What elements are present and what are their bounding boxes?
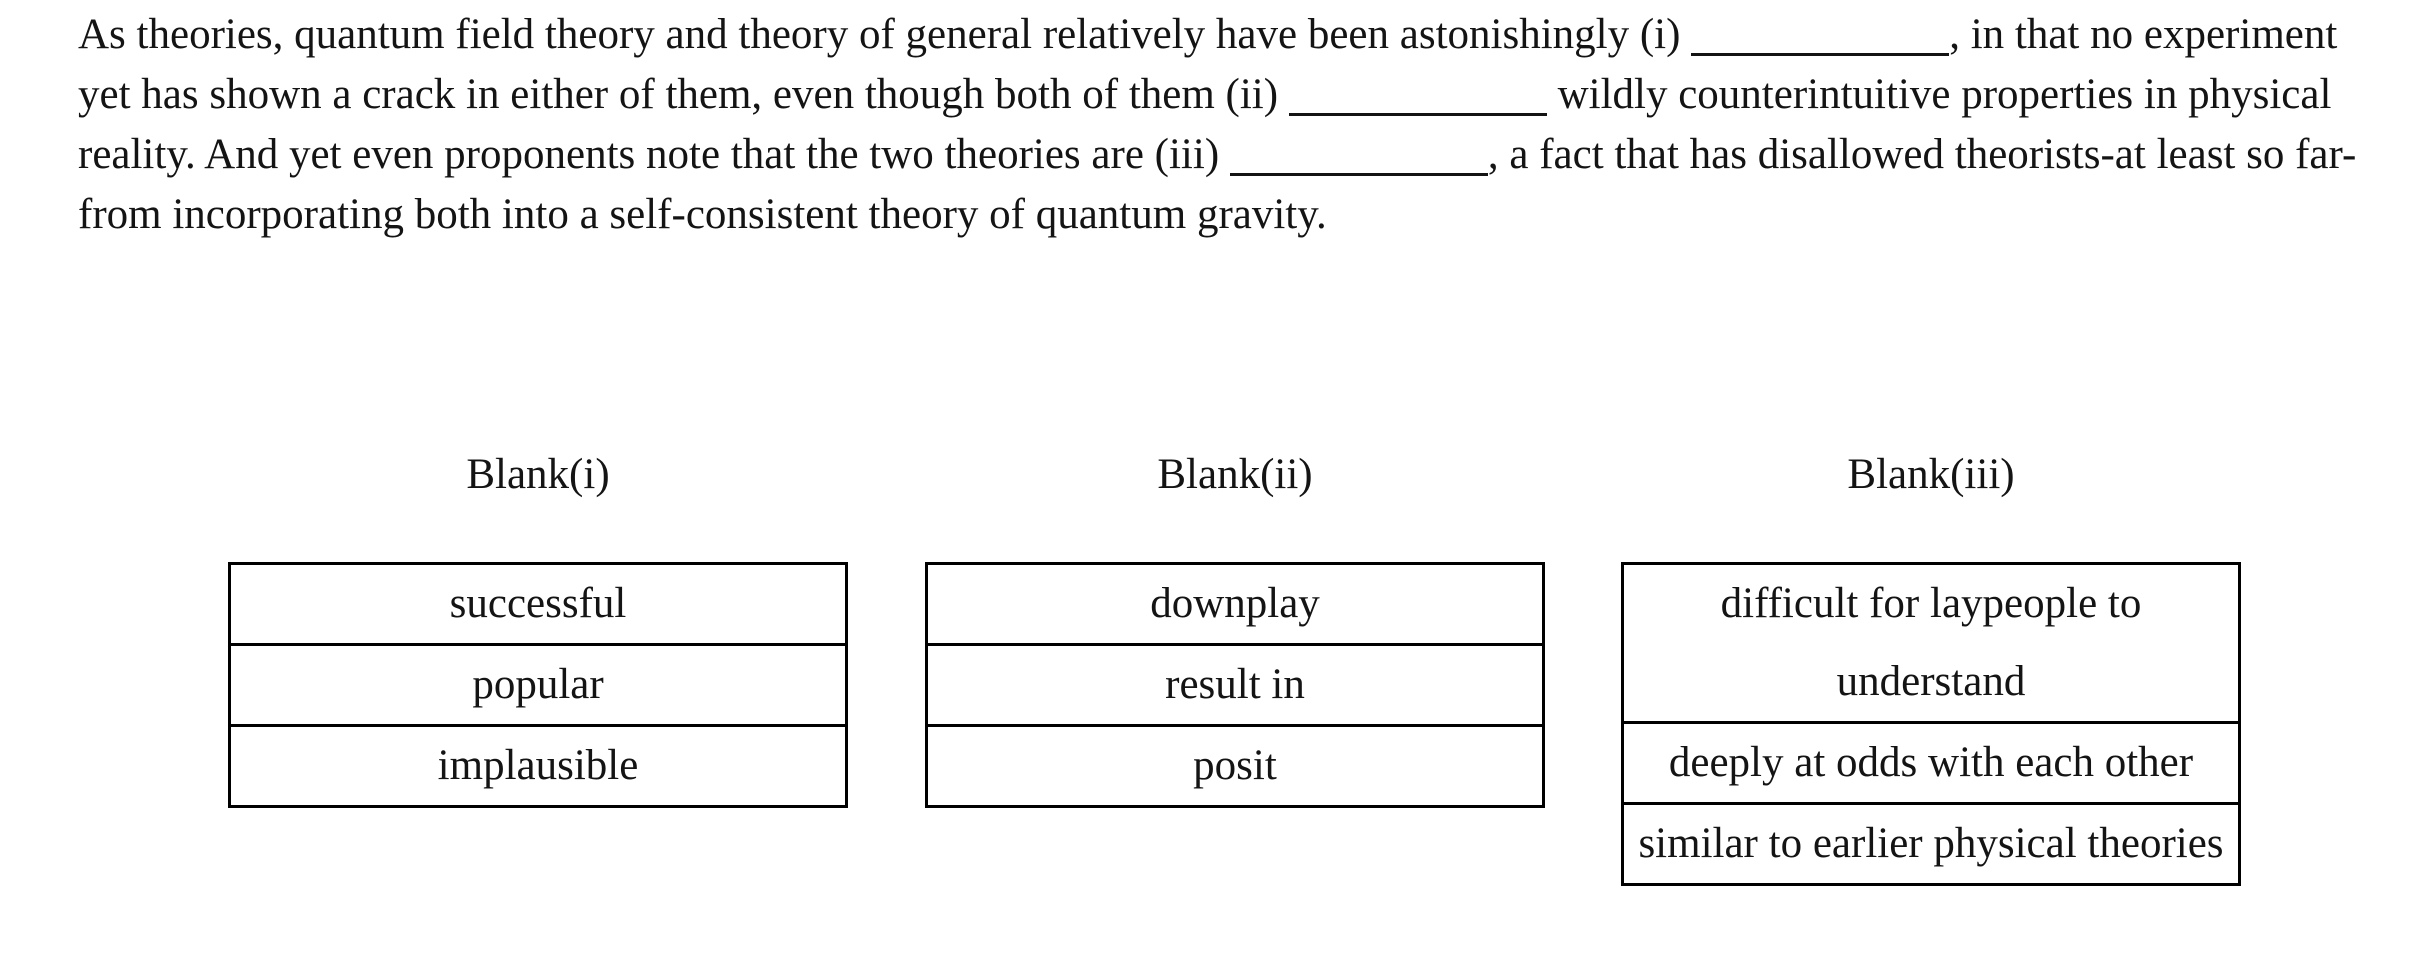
option-cell[interactable]: deeply at odds with each other [1624, 721, 2238, 802]
option-text: posit [1193, 742, 1277, 789]
option-cell[interactable]: popular [231, 643, 845, 724]
option-text: popular [472, 661, 604, 708]
option-cell[interactable]: implausible [231, 724, 845, 805]
options-table: successful popular implausible [228, 562, 848, 808]
option-column-3: Blank(iii) difficult for laypeople to und… [1621, 440, 2241, 886]
blank-underline-ii [1288, 103, 1547, 116]
blank-underline-i [1691, 43, 1950, 56]
passage-line: yet has shown a crack in either of them,… [78, 65, 2356, 125]
option-text: similar to earlier physical theories [1638, 820, 2224, 867]
options-table: difficult for laypeople to understand deep… [1621, 562, 2241, 886]
blank-label: Blank(i) [466, 451, 610, 498]
option-text: result in [1165, 661, 1305, 708]
option-cell[interactable]: successful [231, 565, 845, 643]
option-text: successful [449, 580, 627, 627]
option-cell[interactable]: posit [928, 724, 1542, 805]
option-text: deeply at odds with each other [1668, 739, 2194, 786]
option-cell[interactable]: downplay [928, 565, 1542, 643]
blank-label: Blank(iii) [1847, 451, 2015, 498]
option-text: downplay [1150, 580, 1320, 627]
passage-text: wildly counterintuitive properties in ph… [1546, 71, 2332, 118]
passage-text: , in that no experiment [1949, 11, 2338, 58]
passage-text: yet has shown a crack in either of them,… [78, 71, 1289, 118]
passage-line: from incorporating both into a self-cons… [78, 185, 2356, 245]
options-table: downplay result in posit [925, 562, 1545, 808]
blank-label: Blank(ii) [1157, 451, 1313, 498]
passage: As theories, quantum field theory and th… [78, 5, 2356, 245]
passage-line: reality. And yet even proponents note th… [78, 125, 2356, 185]
option-text: understand [1836, 658, 2026, 705]
passage-text: , a fact that has disallowed theorists-a… [1487, 131, 2357, 178]
passage-line: As theories, quantum field theory and th… [78, 5, 2356, 65]
option-cell[interactable]: difficult for laypeople to understand [1624, 565, 2238, 721]
option-cell[interactable]: similar to earlier physical theories [1624, 802, 2238, 883]
passage-text: reality. And yet even proponents note th… [78, 131, 1230, 178]
option-cell[interactable]: result in [928, 643, 1542, 724]
option-column-1: Blank(i) successful popular implausible [228, 440, 848, 808]
option-column-2: Blank(ii) downplay result in posit [925, 440, 1545, 808]
passage-text: As theories, quantum field theory and th… [78, 11, 1692, 58]
passage-text: from incorporating both into a self-cons… [78, 191, 1327, 238]
option-text: difficult for laypeople to [1720, 580, 2142, 627]
blank-underline-iii [1229, 163, 1488, 176]
option-text: implausible [437, 742, 639, 789]
